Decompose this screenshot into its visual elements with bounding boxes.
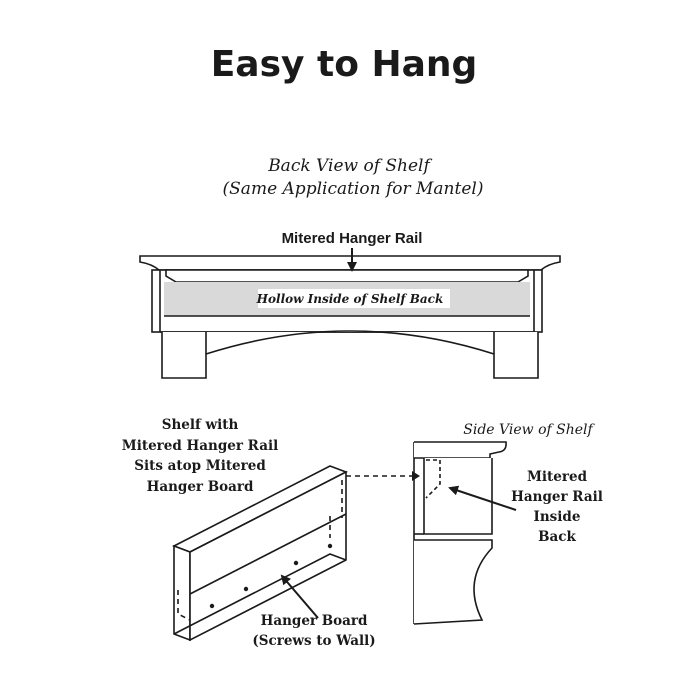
side-note-line-3: Inside [534,509,581,525]
hanger-board [172,465,348,642]
side-note-line-1: Mitered [527,469,588,485]
page-title: Easy to Hang [211,44,478,85]
shelf-note: Shelf with Mitered Hanger Rail Sits atop… [122,417,278,495]
hanger-board-label: Hanger Board [261,613,368,629]
board-mid-line [189,513,347,595]
shelf-note-line-3: Sits atop Mitered [134,458,266,474]
back-view-subheading: (Same Application for Mantel) [223,179,484,199]
screw-hole [293,560,299,566]
hanger-board-front [173,544,191,642]
hidden-rail-edge-2 [329,480,343,538]
board-lower-line [173,553,347,635]
shelf-note-line-1: Shelf with [162,417,239,433]
hanger-board-arrow [280,574,319,619]
side-view-shelf [413,441,507,625]
back-view-shelf [139,255,561,379]
shelf-hanger-rail [165,269,529,283]
shelf-note-line-2: Mitered Hanger Rail [122,438,278,454]
side-note-line-4: Back [538,529,576,545]
side-corbel [413,539,493,625]
hollow-label-box [258,289,450,308]
side-view-heading: Side View of Shelf [463,422,595,438]
hanger-board-sublabel: (Screws to Wall) [252,633,375,649]
screw-holes [209,543,333,609]
screw-hole [243,586,249,592]
screw-hole [327,543,333,549]
back-view-heading: Back View of Shelf [267,156,432,176]
hollow-label: Hollow Inside of Shelf Back [256,292,444,306]
side-note-line-2: Hanger Rail [511,489,603,505]
shelf-top-cap [139,255,561,271]
shelf-note-line-4: Hanger Board [147,479,254,495]
rail-label: Mitered Hanger Rail [282,230,423,247]
side-top-shelf [414,441,507,459]
side-hidden-rail [425,459,441,499]
side-note: Mitered Hanger Rail Inside Back [511,469,603,545]
screw-hole [209,603,215,609]
left-leg [161,330,539,379]
side-body [423,458,493,535]
side-rail-arrow [448,485,517,511]
